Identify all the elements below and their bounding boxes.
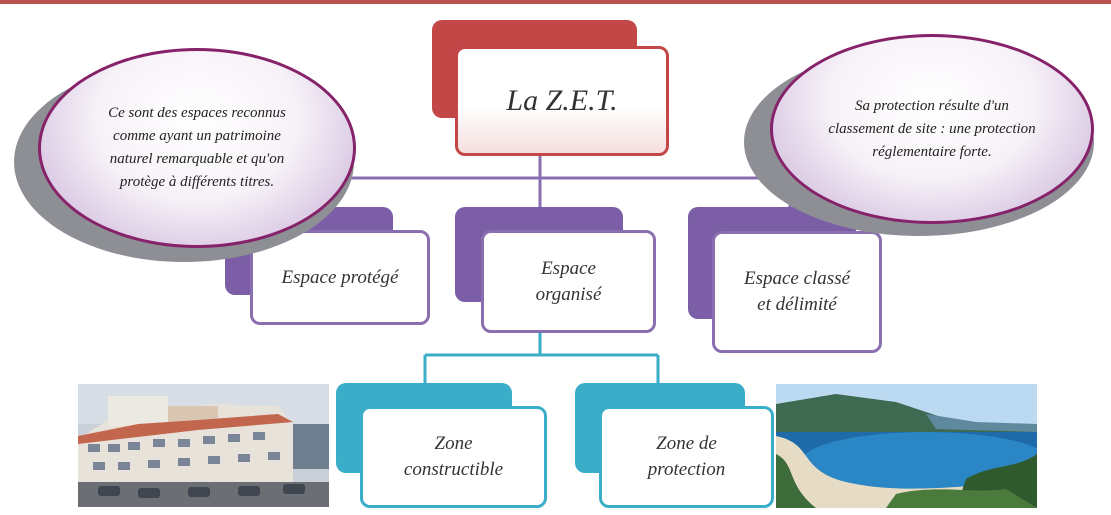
housing-photo [78,384,329,507]
root-node-label: La Z.E.T. [506,84,618,117]
espace-classe-node: Espace classé et délimité [712,231,882,353]
espace-protege-label: Espace protégé [281,266,399,288]
note-left: Ce sont des espaces reconnus comme ayant… [38,48,356,248]
note-left-text: Ce sont des espaces reconnus comme ayant… [108,105,286,190]
note-right: Sa protection résulte d'un classement de… [770,34,1094,224]
zone-constructible-label: Zone constructible [403,433,504,480]
zone-protection-node: Zone de protection [599,406,774,508]
note-right-text: Sa protection résulte d'un classement de… [828,97,1036,160]
top-rule [0,0,1111,4]
espace-organise-node: Espace organisé [481,230,656,333]
coast-photo [776,384,1037,508]
espace-organise-label: Espace organisé [535,257,602,305]
espace-protege-node: Espace protégé [250,230,430,325]
zone-protection-label: Zone de protection [647,433,726,480]
espace-classe-label: Espace classé et délimité [743,268,851,315]
root-node: La Z.E.T. [455,46,669,156]
zone-constructible-node: Zone constructible [360,406,547,508]
